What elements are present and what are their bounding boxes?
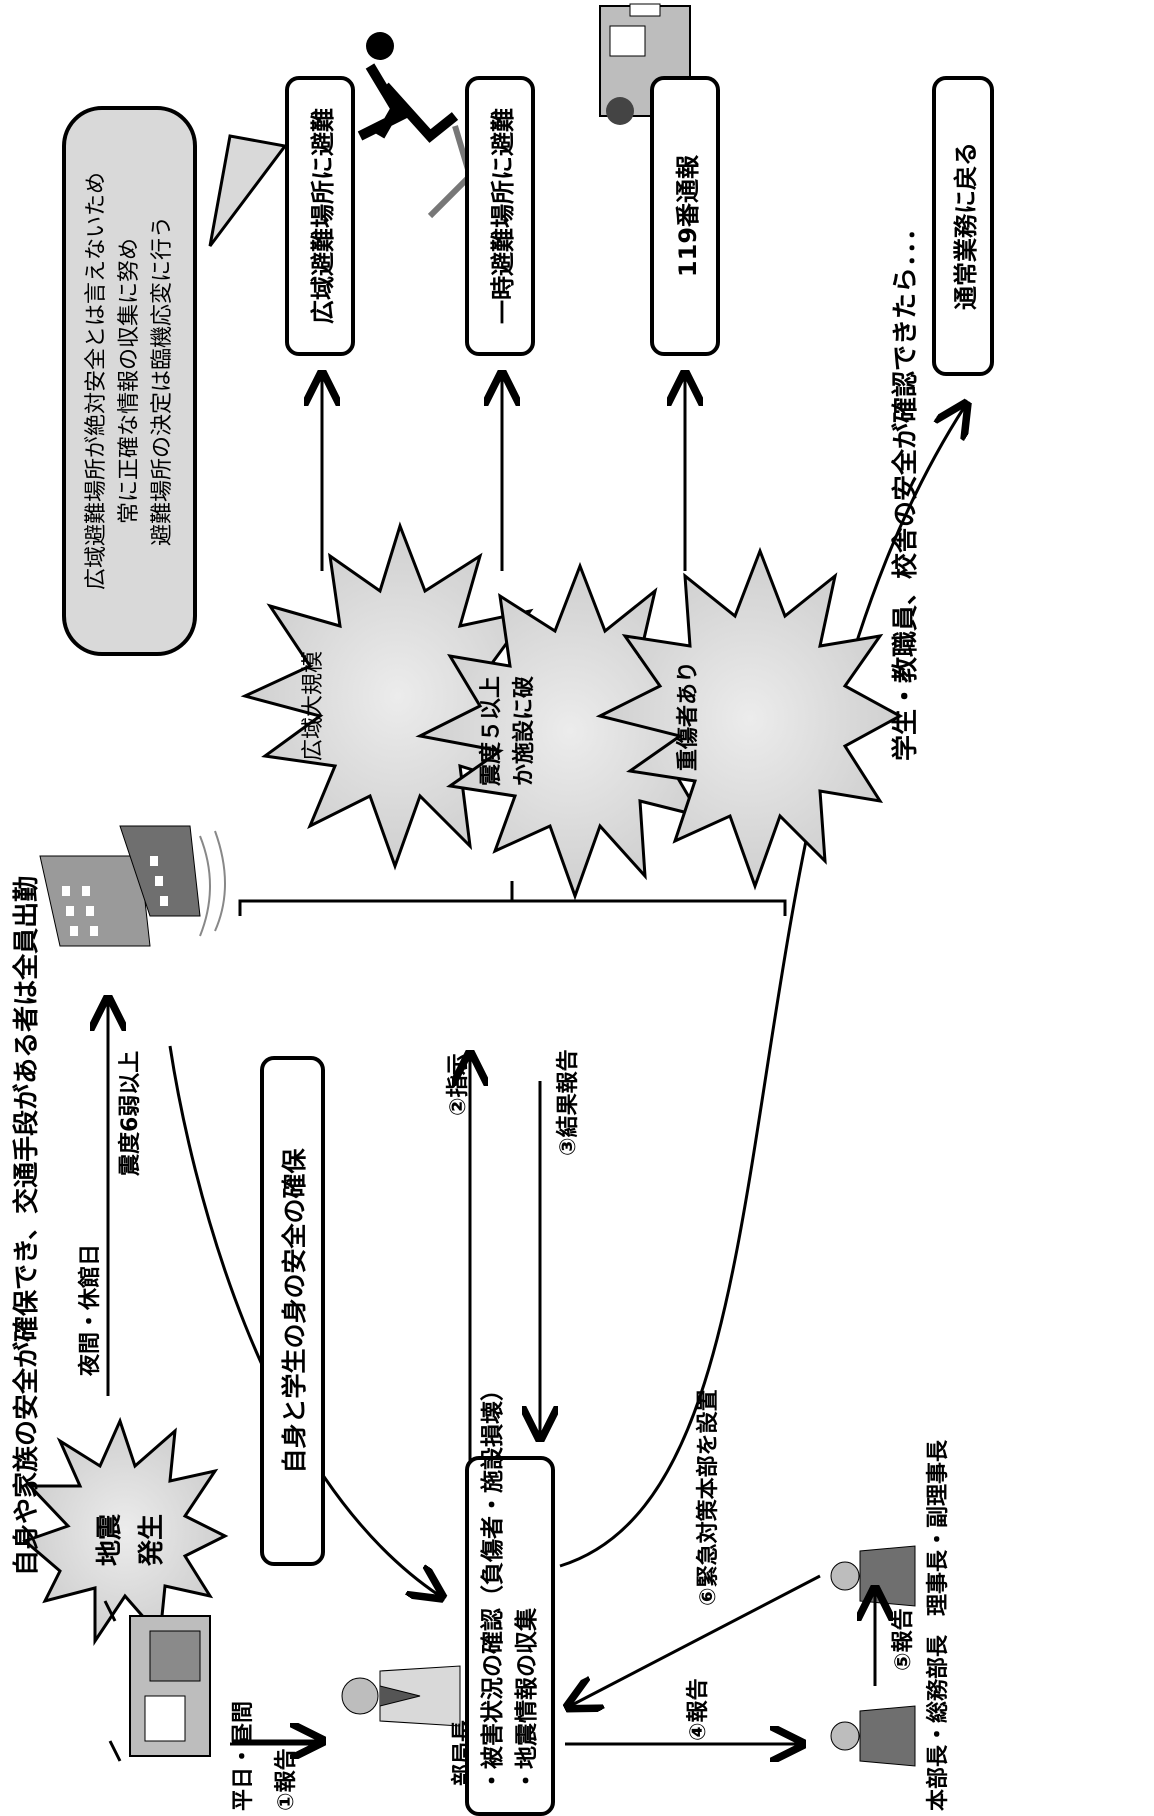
desk-shaking-icon: [103, 1600, 211, 1762]
top-note: 自身や家族の安全が確保でき、交通手段がある者は全員出勤: [12, 875, 42, 1576]
callout-note: 広域避難場所が絶対安全とは言えないため 常に正確な情報の収集に努め 避難場所の決…: [62, 106, 197, 656]
person-icon: [830, 1705, 916, 1767]
quake-label: 地震 発生: [95, 1513, 167, 1566]
step4-label: ④報告: [686, 1678, 711, 1741]
step6-label: ⑥緊急対策本部を設置: [696, 1389, 721, 1606]
quake-burst: [22, 1416, 229, 1646]
step2-label: ②指示: [446, 1053, 471, 1116]
action-evac-temp: 一時避難場所に避難: [465, 76, 535, 356]
action-call-119: 119番通報: [650, 76, 720, 356]
step5-label: ⑤報告: [891, 1608, 916, 1671]
bottom-note: 学生・教職員、校舎の安全が確認できたら．．．: [891, 214, 921, 761]
step3-label: ③結果報告: [556, 1049, 581, 1156]
return-box: 通常業務に戻る: [932, 76, 994, 376]
person-chairman: 理事長・副理事長: [926, 1439, 951, 1616]
building-icon: [39, 825, 226, 947]
burst3-label: 重傷者あり: [676, 660, 701, 771]
person-icon: [341, 1665, 461, 1727]
running-person-icon: [357, 32, 474, 219]
burst1-label: 広域大規模: [301, 650, 326, 761]
branch-night: 夜間・休館日: [78, 1243, 103, 1376]
person-icon: [830, 1545, 916, 1607]
person-general-affairs: 本部長・総務部長: [926, 1634, 951, 1811]
branch-intensity: 震度6弱以上: [118, 1050, 143, 1176]
center-box: ・被害状況の確認（負傷者・施設損壊） ・地震情報の収集: [465, 1378, 555, 1816]
step1-label: ①報告: [274, 1748, 299, 1811]
burst2-label: 震度５以上 か施設に破: [479, 675, 537, 786]
safety-box: 自身と学生の身の安全の確保: [260, 1056, 325, 1566]
condition-burst-3: [595, 546, 904, 891]
action-evac-wide: 広域避難場所に避難: [285, 76, 355, 356]
branch-day: 平日・昼間: [231, 1700, 256, 1811]
